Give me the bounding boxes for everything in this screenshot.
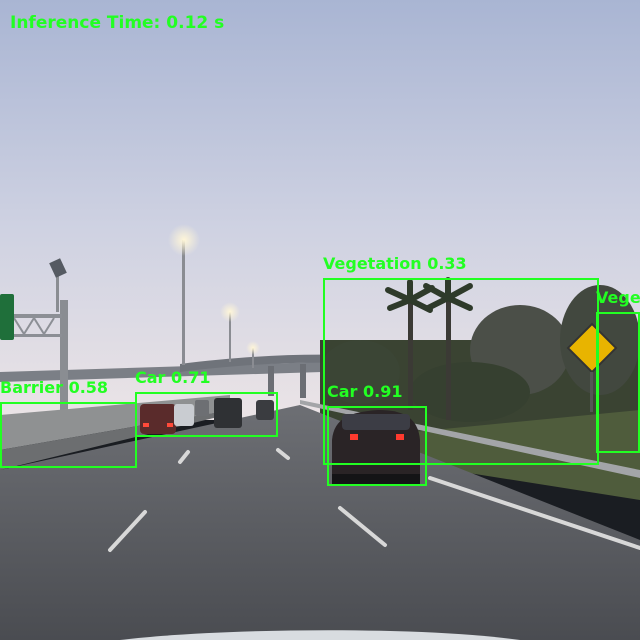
- vehicles: [140, 398, 420, 484]
- detection-label-vegetation-edge: Vege: [596, 288, 640, 307]
- detection-label-barrier: Barrier 0.58: [0, 378, 109, 397]
- detection-box-vegetation: [323, 278, 599, 465]
- lane-markings: [108, 448, 640, 552]
- highway-sign: [0, 294, 14, 340]
- street-lights: [49, 224, 260, 368]
- detection-box-car-far: [135, 392, 278, 437]
- detection-box-barrier: [0, 402, 137, 468]
- inference-time-label: Inference Time: 0.12 s: [10, 13, 225, 33]
- detection-label-car-far: Car 0.71: [135, 368, 211, 387]
- detection-label-vegetation: Vegetation 0.33: [323, 254, 467, 273]
- detection-label-car-near: Car 0.91: [327, 382, 403, 401]
- detection-box-car-near: [327, 406, 427, 486]
- detection-box-vegetation-edge: [596, 312, 640, 453]
